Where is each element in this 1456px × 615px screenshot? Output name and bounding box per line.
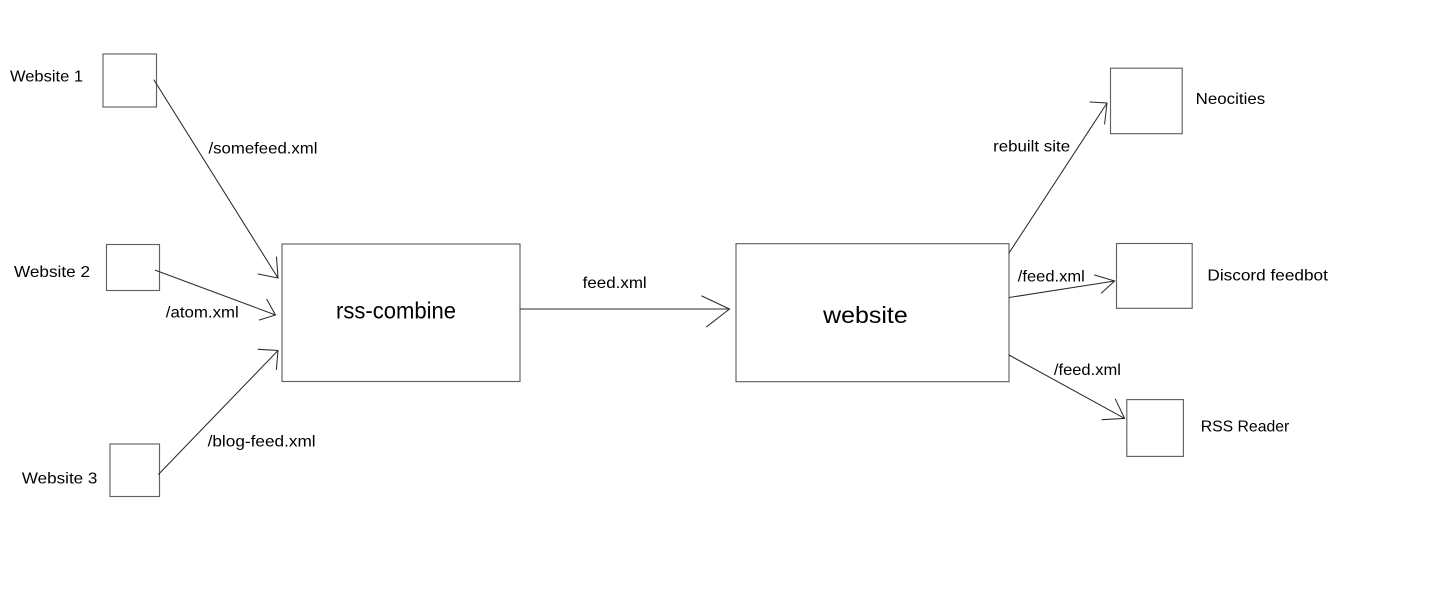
svg-text:RSS Reader: RSS Reader <box>1201 418 1290 435</box>
svg-text:/somefeed.xml: /somefeed.xml <box>209 141 318 158</box>
svg-text:/feed.xml: /feed.xml <box>1018 269 1085 286</box>
svg-text:/feed.xml: /feed.xml <box>1054 362 1121 379</box>
svg-text:rebuilt site: rebuilt site <box>993 139 1070 156</box>
svg-text:feed.xml: feed.xml <box>583 275 647 292</box>
svg-text:website: website <box>822 302 908 328</box>
svg-text:/atom.xml: /atom.xml <box>166 304 239 321</box>
svg-text:rss-combine: rss-combine <box>336 298 456 324</box>
svg-text:Website 2: Website 2 <box>14 264 90 281</box>
svg-text:Discord feedbot: Discord feedbot <box>1207 268 1328 285</box>
svg-text:/blog-feed.xml: /blog-feed.xml <box>208 434 316 451</box>
svg-text:Website 3: Website 3 <box>22 470 98 487</box>
svg-text:Neocities: Neocities <box>1196 91 1266 108</box>
svg-text:Website 1: Website 1 <box>10 68 83 85</box>
